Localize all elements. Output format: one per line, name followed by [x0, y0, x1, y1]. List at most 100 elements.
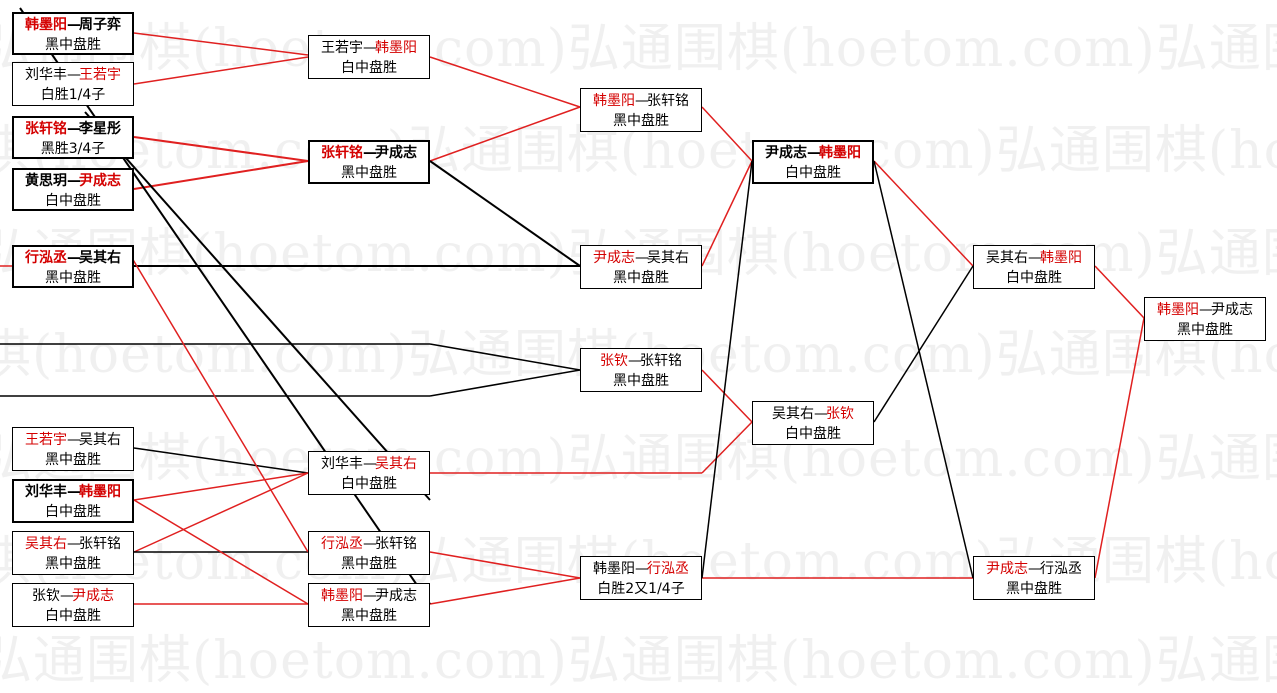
match-box: 刘华丰—王若宇白胜1/4子	[12, 62, 134, 106]
connector-line	[873, 160, 974, 267]
match-players: 吴其右—韩墨阳	[974, 248, 1094, 268]
connector-line	[133, 160, 309, 190]
match-box: 黄思玥—尹成志白中盘胜	[12, 168, 134, 211]
match-players: 行泓丞—张轩铭	[309, 534, 429, 554]
match-box: 吴其右—韩墨阳白中盘胜	[973, 245, 1095, 289]
connector-line	[429, 160, 581, 267]
player-white: 韩墨阳	[375, 40, 417, 56]
separator: —	[67, 67, 81, 83]
player-white: 吴其右	[79, 250, 121, 266]
match-box: 尹成志—吴其右黑中盘胜	[580, 245, 702, 289]
match-result: 黑中盘胜	[341, 556, 397, 572]
separator: —	[67, 484, 81, 500]
player-black: 黄思玥	[25, 173, 67, 189]
player-black: 刘华丰	[25, 67, 67, 83]
match-box: 行泓丞—吴其右黑中盘胜	[12, 245, 134, 288]
player-black: 韩墨阳	[593, 561, 635, 577]
player-white: 张轩铭	[79, 536, 121, 552]
connector-line	[429, 577, 581, 605]
separator: —	[628, 353, 642, 369]
player-black: 尹成志	[986, 561, 1028, 577]
player-white: 张轩铭	[640, 353, 682, 369]
match-players: 吴其右—张轩铭	[13, 534, 133, 554]
match-result: 白中盘胜	[45, 608, 101, 624]
match-result: 黑中盘胜	[613, 373, 669, 389]
player-white: 李星彤	[79, 121, 121, 137]
connector-line	[133, 136, 309, 162]
match-box: 张钦—尹成志白中盘胜	[12, 583, 134, 627]
match-result: 白胜2又1/4子	[597, 581, 685, 597]
player-black: 韩墨阳	[321, 588, 363, 604]
player-white: 尹成志	[72, 588, 114, 604]
player-white: 张轩铭	[375, 536, 417, 552]
separator: —	[60, 588, 74, 604]
match-players: 刘华丰—韩墨阳	[14, 482, 132, 502]
match-players: 尹成志—行泓丞	[974, 559, 1094, 579]
match-players: 韩墨阳—张轩铭	[581, 91, 701, 111]
connector-line	[1094, 317, 1145, 579]
match-result: 黑中盘胜	[1006, 581, 1062, 597]
bracket-connectors	[0, 7, 1145, 605]
match-players: 尹成志—吴其右	[581, 248, 701, 268]
separator: —	[814, 406, 828, 422]
match-players: 韩墨阳—尹成志	[309, 586, 429, 606]
match-result: 白胜1/4子	[40, 87, 106, 103]
player-black: 张钦	[600, 353, 628, 369]
match-box: 张轩铭—李星彤黑胜3/4子	[12, 116, 134, 159]
player-black: 刘华丰	[25, 484, 67, 500]
bracket-diagram: 弘通围棋(hoetom.com)弘通围棋(hoetom.com)弘通围棋(hoe…	[0, 7, 1277, 691]
player-white: 尹成志	[375, 588, 417, 604]
match-result: 黑胜3/4子	[40, 141, 106, 157]
match-box: 张钦—张轩铭黑中盘胜	[580, 348, 702, 392]
match-result: 白中盘胜	[341, 476, 397, 492]
player-white: 韩墨阳	[1040, 250, 1082, 266]
player-black: 吴其右	[25, 536, 67, 552]
connector-line	[131, 257, 309, 553]
connector-line	[873, 160, 974, 579]
separator: —	[363, 456, 377, 472]
match-box: 韩墨阳—尹成志黑中盘胜	[308, 583, 430, 627]
player-black: 尹成志	[593, 250, 635, 266]
player-black: 王若宇	[321, 40, 363, 56]
player-white: 吴其右	[375, 456, 417, 472]
match-result: 白中盘胜	[785, 426, 841, 442]
match-players: 韩墨阳—行泓丞	[581, 559, 701, 579]
separator: —	[363, 588, 377, 604]
separator: —	[363, 536, 377, 552]
match-result: 黑中盘胜	[613, 270, 669, 286]
match-result: 白中盘胜	[785, 165, 841, 181]
match-box: 吴其右—张钦白中盘胜	[752, 401, 874, 445]
match-box: 韩墨阳—张轩铭黑中盘胜	[580, 88, 702, 132]
player-black: 刘华丰	[321, 456, 363, 472]
player-white: 尹成志	[1211, 302, 1253, 318]
connector-line	[133, 32, 309, 56]
separator: —	[67, 121, 81, 137]
connector-line	[873, 265, 974, 423]
match-players: 张轩铭—李星彤	[14, 119, 132, 139]
player-white: 韩墨阳	[819, 145, 861, 161]
match-result: 白中盘胜	[341, 60, 397, 76]
player-black: 吴其右	[986, 250, 1028, 266]
match-result: 黑中盘胜	[45, 37, 101, 53]
separator: —	[1199, 302, 1213, 318]
separator: —	[67, 432, 81, 448]
player-black: 行泓丞	[321, 536, 363, 552]
connector-line	[429, 106, 581, 162]
match-result: 黑中盘胜	[45, 270, 101, 286]
separator: —	[67, 173, 81, 189]
player-black: 张钦	[32, 588, 60, 604]
connector-line	[1094, 265, 1145, 319]
player-white: 尹成志	[79, 173, 121, 189]
match-box: 吴其右—张轩铭黑中盘胜	[12, 531, 134, 575]
separator: —	[67, 17, 81, 33]
match-players: 尹成志—韩墨阳	[754, 143, 872, 163]
player-black: 韩墨阳	[1157, 302, 1199, 318]
player-white: 周子弈	[79, 17, 121, 33]
match-result: 白中盘胜	[45, 193, 101, 209]
connector-line	[701, 106, 753, 162]
connector-line	[701, 160, 753, 267]
match-box: 张轩铭—尹成志黑中盘胜	[308, 140, 430, 184]
match-result: 黑中盘胜	[613, 113, 669, 129]
connector-line	[701, 369, 753, 423]
connector-line	[429, 369, 581, 397]
